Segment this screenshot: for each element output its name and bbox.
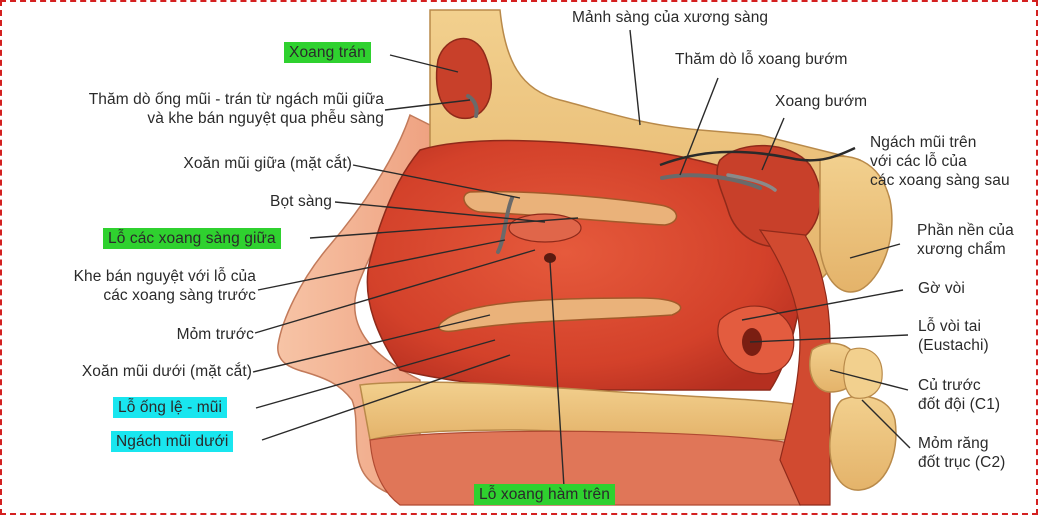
occipital-bone	[819, 155, 893, 293]
leader-phan-nen	[849, 243, 901, 259]
leader-mom-truoc	[254, 249, 536, 334]
middle-turbinate	[463, 190, 678, 226]
label-lo-ong-le-mui-text: Lỗ ống lệ - mũi	[113, 397, 228, 418]
label-go-voi: Gờ vòi	[918, 280, 965, 297]
label-phan-nen-line1: Phần nền của	[917, 222, 1014, 239]
label-xoan-mui-duoi: Xoăn mũi dưới (mặt cắt)	[81, 363, 252, 380]
label-mom-rang: Mỏm răng đốt trục (C2)	[918, 434, 1005, 472]
label-lo-xoang-ham-tren: Lỗ xoang hàm trên	[474, 484, 615, 505]
label-tham-do-ong-mui-tran-line1: Thăm dò ống mũi - trán từ ngách mũi giữa	[88, 91, 384, 108]
label-ngach-mui-duoi-text: Ngách mũi dưới	[111, 431, 234, 452]
label-xoan-mui-giua: Xoăn mũi giữa (mặt cắt)	[183, 155, 352, 172]
leader-xoang-tran	[389, 54, 459, 73]
leader-go-voi	[741, 289, 904, 321]
superior-probe-line	[659, 146, 856, 167]
label-mom-rang-line1: Mỏm răng	[918, 435, 989, 452]
label-cu-truoc: Củ trước đốt đội (C1)	[918, 376, 1000, 414]
label-ngach-mui-tren-line3: các xoang sàng sau	[870, 172, 1010, 189]
label-mom-truoc: Mỏm trước	[176, 326, 254, 343]
leader-cu-truoc	[829, 369, 909, 391]
label-ngach-mui-duoi: Ngách mũi dưới	[111, 431, 234, 452]
label-xoang-tran-text: Xoang trán	[284, 42, 371, 63]
maxillary-ostium	[544, 253, 556, 263]
label-tham-do-ong-mui-tran-line2: và khe bán nguyệt qua phễu sàng	[147, 110, 384, 127]
label-lo-xoang-ham-tren-text: Lỗ xoang hàm trên	[474, 484, 615, 505]
label-khe-ban-nguyet-line2: các xoang sàng trước	[103, 287, 256, 304]
leader-lo-ong-le-mui	[255, 339, 496, 409]
label-xoang-buom: Xoang bướm	[775, 93, 868, 110]
label-lo-ong-le-mui: Lỗ ống lệ - mũi	[113, 397, 228, 418]
label-xoang-tran: Xoang trán	[284, 42, 371, 63]
leader-khe-ban-nguyet	[257, 239, 506, 291]
label-cu-truoc-line2: đốt đội (C1)	[918, 396, 1001, 413]
label-lo-voi-tai-line1: Lỗ vòi tai	[918, 318, 982, 335]
leader-lo-xoang-ham-tren	[549, 261, 565, 488]
leader-tham-do-ong-mui-tran	[384, 99, 471, 111]
leader-bot-sang	[334, 201, 546, 223]
leader-mom-rang	[861, 399, 911, 449]
label-lo-cac-xoang-sang-giua: Lỗ các xoang sàng giữa	[103, 228, 281, 249]
inferior-turbinate	[438, 297, 682, 332]
label-ngach-mui-tren: Ngách mũi trên với các lỗ của các xoang …	[870, 133, 1010, 190]
ethmoid-probe	[496, 196, 514, 254]
label-lo-cac-xoang-sang-giua-text: Lỗ các xoang sàng giữa	[103, 228, 281, 249]
label-lo-voi-tai: Lỗ vòi tai (Eustachi)	[918, 317, 989, 355]
dens-process	[843, 347, 883, 399]
leader-manh-sang	[629, 29, 641, 126]
label-tham-do-ong-mui-tran: Thăm dò ống mũi - trán từ ngách mũi giữa…	[22, 90, 384, 128]
label-cu-truoc-line1: Củ trước	[918, 377, 981, 394]
label-khe-ban-nguyet-line1: Khe bán nguyệt với lỗ của	[73, 268, 256, 285]
label-manh-sang: Mảnh sàng của xương sàng	[572, 9, 769, 26]
pharyngeal-wall	[758, 229, 831, 506]
frontal-probe	[466, 94, 479, 118]
label-khe-ban-nguyet: Khe bán nguyệt với lỗ của các xoang sàng…	[20, 267, 256, 305]
label-lo-voi-tai-line2: (Eustachi)	[918, 337, 989, 354]
sphenoid-probe-2	[726, 173, 777, 192]
leader-ngach-mui-duoi	[261, 354, 511, 441]
label-mom-rang-line2: đốt trục (C2)	[918, 454, 1006, 471]
label-ngach-mui-tren-line2: với các lỗ của	[870, 153, 967, 170]
leader-lo-voi-tai	[749, 334, 909, 343]
label-phan-nen-line2: xương chẩm	[917, 241, 1006, 258]
leader-tham-do-lo-xoang-buom	[679, 77, 719, 176]
leader-xoan-mui-duoi	[252, 314, 491, 373]
leader-xoang-buom	[761, 117, 785, 171]
axis-c2	[829, 395, 897, 491]
label-ngach-mui-tren-line1: Ngách mũi trên	[870, 134, 977, 151]
leader-lo-cac-xoang-sang-giua	[309, 217, 579, 239]
label-tham-do-lo-xoang-buom: Thăm dò lỗ xoang bướm	[675, 51, 848, 68]
frontal-sinus	[435, 38, 492, 120]
sphenoid-probe	[660, 173, 762, 190]
label-bot-sang: Bọt sàng	[270, 193, 332, 210]
ethmoid-bulla	[508, 213, 582, 243]
label-phan-nen: Phần nền của xương chẩm	[917, 221, 1014, 259]
leader-xoan-mui-giua	[352, 164, 521, 199]
